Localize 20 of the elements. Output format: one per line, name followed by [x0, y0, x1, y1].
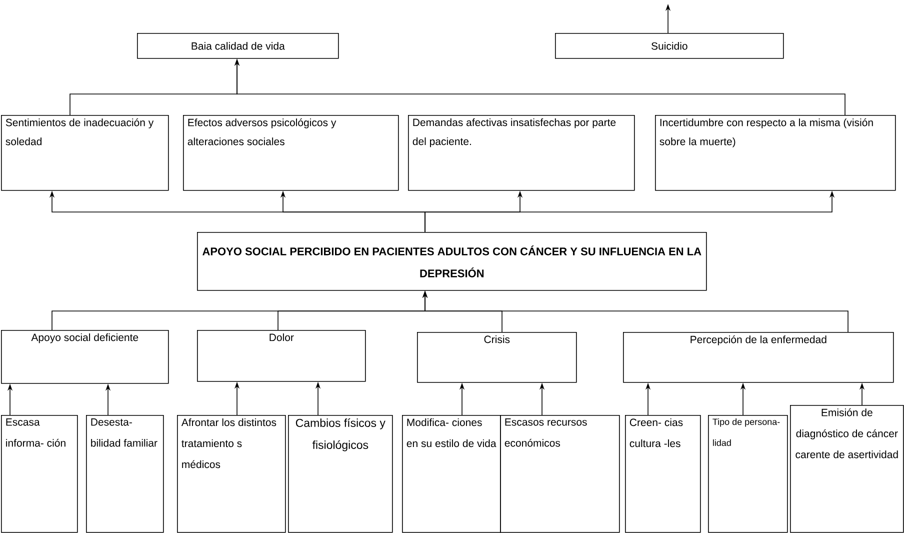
concept-box: Sentimientos de inadecuación y soledad — [1, 115, 169, 191]
concept-box: Crisis — [417, 332, 577, 383]
concept-box: Demandas afectivas insatisfechas por parte del paciente. — [408, 115, 635, 191]
concept-box: Escasos recursos económicos — [500, 415, 620, 533]
concept-box: Tipo de persona- lidad — [708, 415, 788, 533]
concept-box: Escasa informa- ción — [1, 415, 78, 533]
title-box: APOYO SOCIAL PERCIBIDO EN PACIENTES ADULTOS CON CÁNCER Y SU INFLUENCIA EN LA DEPRESIÓN — [197, 232, 707, 291]
concept-box: Cambios físicos y fisiológicos — [288, 415, 393, 533]
concept-box: Suicidio — [555, 33, 784, 59]
concept-box: Emisión de diagnóstico de cáncer carente de asertividad — [790, 405, 904, 533]
concept-box: Incertidumbre con respecto a la misma (visión sobre la muerte) — [655, 115, 896, 191]
concept-box: Apoyo social deficiente — [1, 330, 169, 384]
concept-box: Baia calidad de vida — [137, 33, 339, 59]
concept-box: Creen- cias cultura -les — [625, 415, 701, 533]
concept-box: Percepción de la enfermedad — [623, 332, 894, 383]
concept-box: Modifica- ciones en su estilo de vida — [402, 415, 501, 533]
concept-box: Dolor — [197, 330, 366, 382]
concept-box: Afrontar los distintos tratamiento s médicos — [177, 415, 286, 533]
concept-box: Efectos adversos psicológicos y alteraciones sociales — [183, 115, 399, 191]
concept-box: Desesta- bilidad familiar — [86, 415, 164, 533]
